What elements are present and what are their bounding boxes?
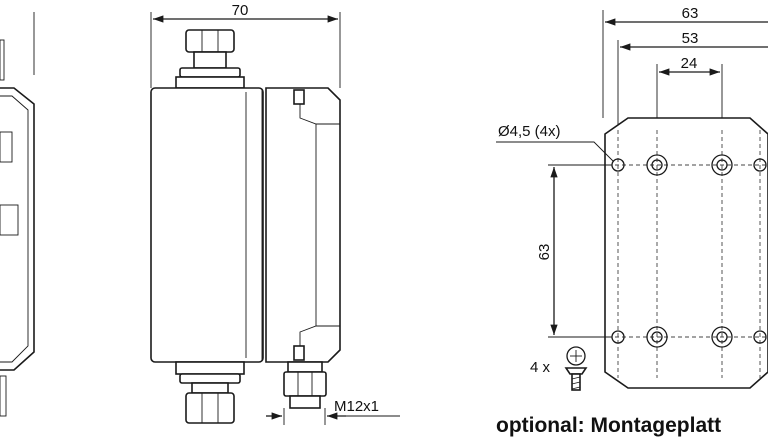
dim-width-70: 70 <box>232 2 249 19</box>
dim-plate-width-24: 24 <box>681 55 698 72</box>
actuator-head <box>265 87 341 363</box>
screw-icon <box>564 346 588 391</box>
countersunk-hole <box>646 154 668 176</box>
mounting-plate <box>604 117 768 389</box>
countersunk-hole <box>711 154 733 176</box>
dim-plate-width-53: 53 <box>682 30 699 47</box>
countersunk-hole <box>711 326 733 348</box>
mounting-hole <box>753 330 767 344</box>
countersunk-hole <box>646 326 668 348</box>
front-view-partial <box>0 12 35 417</box>
dim-plate-height-63: 63 <box>536 244 553 261</box>
dim-thread-m12: M12x1 <box>334 398 379 415</box>
screw-count-label: 4 x <box>530 359 551 376</box>
m12-connector: M12x1 <box>266 361 400 425</box>
dim-plate-width-63: 63 <box>682 5 699 22</box>
mounting-plate-view: 63 53 24 Ø <box>496 5 768 437</box>
plate-caption: optional: Montageplatt <box>496 414 721 437</box>
dim-hole-diameter: Ø4,5 (4x) <box>498 123 561 140</box>
top-cable-gland <box>175 29 245 89</box>
bottom-cable-gland <box>175 361 245 424</box>
side-view: 70 <box>150 2 400 425</box>
mounting-hole <box>753 158 767 172</box>
